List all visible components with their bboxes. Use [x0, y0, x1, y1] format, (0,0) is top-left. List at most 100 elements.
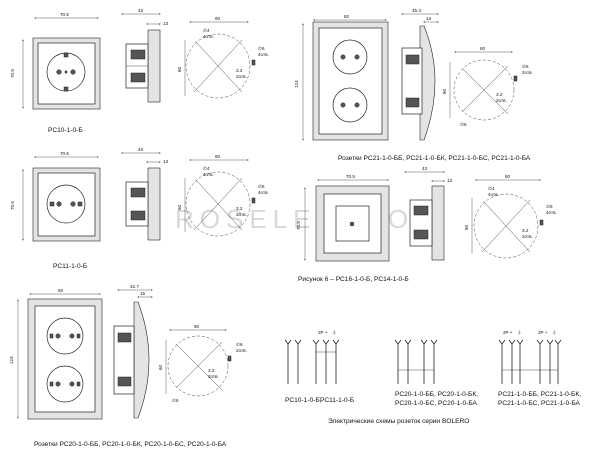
- pc21-front-view: 82 124: [294, 14, 389, 141]
- pc10-depth-dim: 43: [138, 8, 144, 13]
- pc10-drawing: 70.5 70.5 РС10-1-0-Б 43 13: [10, 8, 269, 134]
- pc21-h60-dim: 60: [442, 88, 447, 94]
- pc16-front-view: 70.5 70.5: [296, 174, 390, 262]
- pc10-h60-dim: 60: [177, 66, 182, 72]
- pc20-diam-dim: 60: [194, 324, 200, 329]
- ground-icon-b: ⏚: [552, 329, 557, 335]
- scheme-group-1: 2P + ⏚ РС10-1-0-Б, РС11-1-0-Б: [284, 329, 354, 404]
- scheme3-label-1: РС21-1-0-ББ, РС21-1-0-БК,: [498, 391, 581, 398]
- scheme1-label: РС10-1-0-Б,: [285, 397, 322, 404]
- pc10-caption: РС10-1-0-Б: [48, 127, 83, 134]
- scheme3-label-2: РС21-1-0-БС, РС21-1-0-БА: [498, 400, 581, 407]
- pc20-mounting-view: 60 60 ∅6 2отв. 3.2 2отв. ∅6: [158, 324, 247, 403]
- pc11-drawing: 70.5 70.5 РС11-1-0-Б 43 13 60: [10, 147, 269, 270]
- pc10-height-dim: 70.5: [10, 69, 15, 78]
- pc10-diam-dim: 60: [215, 16, 221, 21]
- pc11-diam-dim: 60: [215, 154, 221, 159]
- scheme3-2p-label-b: 2P +: [538, 330, 548, 335]
- pc10-hole2-dim: ∅6: [258, 46, 265, 51]
- pc10-side-view: 43 13: [121, 8, 169, 103]
- pc20-hole3-count: 2отв.: [208, 374, 219, 379]
- pc11-front-view: 70.5 70.5: [10, 151, 101, 242]
- pc16-depth2-dim: 13: [447, 178, 453, 183]
- pc21-mounting-view: 60 60 ∅6 2отв. 3.2 2отв. ∅6: [442, 46, 533, 127]
- scheme1-label-b: РС11-1-0-Б: [320, 397, 354, 404]
- pc20-hole3-dim: 3.2: [208, 368, 215, 373]
- pc21-depth2-dim: 13: [426, 16, 432, 21]
- pc10-hole2-count: 4отв.: [258, 52, 269, 57]
- pc10-width-dim: 70.5: [60, 12, 69, 17]
- pc11-width-dim: 70.5: [60, 151, 69, 156]
- pc11-hole2-dim: ∅6: [258, 184, 265, 189]
- pc11-h60-dim: 60: [177, 204, 182, 210]
- scheme-group-3: 2P + ⏚ 2P + ⏚ РС21-1-0-ББ, РС21-1-0-БК, …: [498, 329, 581, 407]
- pc16-hole1-dim: ∅4: [488, 186, 495, 191]
- pc11-mounting-view: 60 60 ∅4 4отв. ∅6 4отв. 3.2 2отв.: [177, 154, 269, 237]
- pc11-depth2-dim: 13: [163, 159, 169, 164]
- pc16-height-dim: 70.5: [296, 221, 301, 230]
- pc20-front-view: 82 124: [9, 288, 103, 420]
- pc10-hole1-dim: ∅4: [203, 28, 210, 33]
- scheme-group-2: РС20-1-0-ББ, РС20-1-0-БК, РС20-1-0-БС, Р…: [394, 339, 478, 407]
- pc21-depth-dim: 45.3: [412, 8, 421, 13]
- pc11-hole3-dim: 3.2: [236, 206, 243, 211]
- ground-icon: ⏚: [332, 329, 337, 335]
- pc21-hole1-count: 2отв.: [522, 70, 533, 75]
- pc10-mounting-view: 60 60 ∅4 4отв. ∅6 4отв. 3.2 2отв.: [177, 16, 269, 99]
- pc11-height-dim: 70.5: [10, 201, 15, 210]
- pc11-hole3-count: 2отв.: [236, 212, 247, 217]
- pc10-hole3-count: 2отв.: [236, 74, 247, 79]
- pc20-hole1-count: 2отв.: [236, 348, 247, 353]
- pc20-caption: Розетки РС20-1-0-ББ, РС20-1-0-БК, РС20-1…: [34, 441, 227, 448]
- pc10-depth2-dim: 13: [163, 21, 169, 26]
- pc10-front-view: 70.5 70.5: [10, 12, 101, 110]
- pc16-hole3-count: 2отв.: [522, 234, 533, 239]
- pc16-width-dim: 70.5: [346, 174, 355, 179]
- scheme2-label-1: РС20-1-0-ББ, РС20-1-0-БК,: [395, 391, 478, 398]
- pc20-hole4-dim: ∅6: [172, 398, 179, 403]
- pc16-hole2-count: 4отв.: [546, 210, 557, 215]
- pc16-hole2-dim: ∅6: [546, 204, 553, 209]
- pc21-caption: Розетки РС21-1-0-ББ, РС21-1-0-БК, РС21-1…: [338, 155, 531, 162]
- pc20-depth-dim: 42.7: [130, 284, 139, 289]
- ground-icon-a: ⏚: [517, 329, 522, 335]
- wiring-schemes: 2P + ⏚ РС10-1-0-Б, РС11-1-0-Б РС20-1-0-Б…: [284, 329, 581, 425]
- pc20-height-dim: 124: [9, 356, 14, 364]
- pc16-h60-dim: 60: [464, 224, 469, 230]
- pc11-hole1-count: 4отв.: [203, 172, 214, 177]
- pc16-depth-dim: 43: [422, 166, 428, 171]
- pc20-width-dim: 82: [58, 288, 64, 293]
- pc21-hole3-count: 2отв.: [496, 98, 507, 103]
- pc20-h60-dim: 60: [158, 364, 163, 370]
- pc16-mounting-view: 60 60 ∅4 4отв. ∅6 4отв. 3.2 2отв.: [464, 174, 557, 259]
- pc16-hole3-dim: 3.2: [522, 228, 529, 233]
- pc11-depth-dim: 43: [138, 147, 144, 152]
- scheme2-label-2: РС20-1-0-БС, РС20-1-0-БА: [395, 400, 478, 407]
- pc11-side-view: 43 13: [121, 147, 169, 241]
- pc20-drawing: 82 124 Розетки РС20-1-0-ББ, РС20-1-0-БК,…: [9, 284, 247, 448]
- pc21-hole4-dim: ∅6: [460, 122, 467, 127]
- pc11-hole1-dim: ∅4: [203, 166, 210, 171]
- schemes-caption: Электрические схемы розеток серии BOLERO: [328, 418, 469, 425]
- pc21-hole1-dim: ∅6: [522, 64, 529, 69]
- scheme3-2p-label-a: 2P +: [503, 330, 513, 335]
- pc16-diam-dim: 60: [505, 174, 511, 179]
- pc11-hole2-count: 4отв.: [258, 190, 269, 195]
- pc16-side-view: 43 13: [404, 166, 453, 261]
- pc20-hole1-dim: ∅6: [236, 342, 243, 347]
- pc21-height-dim: 124: [294, 80, 299, 88]
- pc16-hole1-count: 4отв.: [488, 192, 499, 197]
- pc21-width-dim: 82: [344, 14, 350, 19]
- pc10-hole1-count: 4отв.: [203, 34, 214, 39]
- pc21-drawing: 82 124 Розетки РС21-1-0-ББ, РС21-1-0-БК,…: [294, 8, 533, 162]
- pc21-side-view: 45.3 13: [401, 8, 439, 141]
- pc20-depth2-dim: 15: [140, 291, 146, 296]
- pc16-drawing: 70.5 70.5 Рисунок 6 – РС16-1-0-Б, РС14-1…: [296, 166, 557, 283]
- pc16-caption: Рисунок 6 – РС16-1-0-Б, РС14-1-0-Б: [298, 276, 409, 283]
- pc20-side-view: 42.7 15: [113, 284, 153, 419]
- pc21-diam-dim: 60: [480, 46, 486, 51]
- pc10-hole3-dim: 3.2: [236, 68, 243, 73]
- scheme1-2p-label: 2P +: [318, 330, 328, 335]
- pc11-caption: РС11-1-0-Б: [53, 263, 87, 270]
